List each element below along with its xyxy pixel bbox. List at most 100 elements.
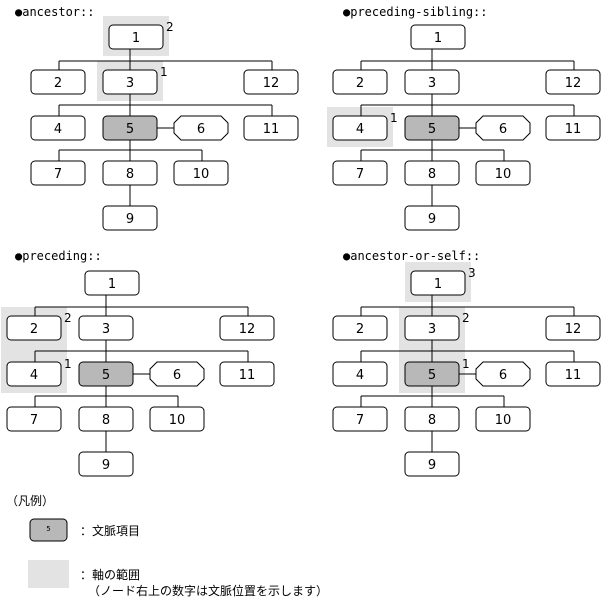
tree-node: [475, 160, 531, 186]
tree-node: [332, 160, 388, 186]
context-node: [404, 361, 460, 387]
context-position: 3: [468, 266, 476, 280]
node-label: 7: [356, 167, 364, 182]
tree-node: [404, 406, 460, 432]
node-label: 3: [126, 76, 134, 91]
node-label: 10: [495, 413, 512, 428]
tree-node: [545, 69, 601, 95]
tree-node: [30, 69, 86, 95]
tree-node: [545, 315, 601, 341]
context-position: 2: [462, 311, 470, 325]
context-node: [78, 361, 134, 387]
tree-node: [545, 115, 601, 141]
node-label: 1: [434, 31, 442, 46]
node-label: 7: [356, 413, 364, 428]
tree-node: [78, 451, 134, 477]
node-label: 10: [495, 167, 512, 182]
attribute-node: [173, 115, 229, 141]
panel-title: ●preceding-sibling::: [343, 5, 488, 19]
tree-node: [30, 160, 86, 186]
node-label: 7: [54, 167, 62, 182]
tree-node: [219, 361, 275, 387]
tree-node: [173, 160, 229, 186]
node-label: 9: [102, 458, 110, 473]
panel-title: ●ancestor-or-self::: [343, 249, 480, 263]
legend-context-swatch: [29, 518, 68, 542]
legend: （凡例） 5 ：文脈項目 ：軸の範囲 （ノード右上の数字は文脈位置を示します）: [6, 494, 328, 598]
node-label: 2: [356, 322, 364, 337]
tree-node: [102, 160, 158, 186]
context-position: 1: [64, 357, 72, 371]
node-label: 12: [263, 76, 280, 91]
node-label: 11: [263, 122, 280, 137]
node-label: 7: [30, 413, 38, 428]
node-label: 5: [428, 368, 436, 383]
tree-node: [332, 115, 388, 141]
tree-node: [6, 315, 62, 341]
tree-node: [78, 406, 134, 432]
legend-axis-swatch: [28, 560, 69, 588]
tree-node: [404, 205, 460, 231]
tree-node: [102, 69, 158, 95]
legend-axis-label: ：軸の範囲: [80, 567, 140, 582]
tree-node: [149, 406, 205, 432]
node-label: 5: [428, 122, 436, 137]
tree-node: [475, 406, 531, 432]
context-position: 1: [390, 111, 398, 125]
node-label: 12: [565, 322, 582, 337]
node-label: 3: [102, 322, 110, 337]
tree-node: [30, 115, 86, 141]
legend-context-sample: 5: [46, 525, 50, 533]
attribute-node: [475, 115, 531, 141]
node-label: 8: [428, 167, 436, 182]
tree-node: [102, 205, 158, 231]
tree-node: [332, 361, 388, 387]
tree-node: [332, 406, 388, 432]
node-label: 6: [499, 368, 507, 383]
tree-node: [404, 315, 460, 341]
node-label: 9: [428, 212, 436, 227]
legend-axis-note: （ノード右上の数字は文脈位置を示します）: [88, 583, 328, 598]
node-label: 12: [239, 322, 256, 337]
node-label: 2: [356, 76, 364, 91]
tree-node: [78, 315, 134, 341]
tree-node: [243, 115, 299, 141]
legend-title: （凡例）: [6, 494, 54, 508]
attribute-node: [475, 361, 531, 387]
tree-node: [243, 69, 299, 95]
node-label: 10: [193, 167, 210, 182]
context-position: 1: [462, 357, 470, 371]
node-label: 3: [428, 322, 436, 337]
tree-node: [404, 451, 460, 477]
context-node: [404, 115, 460, 141]
tree-node: [404, 69, 460, 95]
node-label: 10: [169, 413, 186, 428]
node-label: 2: [54, 76, 62, 91]
node-label: 8: [428, 413, 436, 428]
tree-node: [410, 24, 466, 50]
node-label: 6: [173, 368, 181, 383]
node-label: 11: [239, 368, 256, 383]
tree-node: [6, 406, 62, 432]
node-label: 5: [126, 122, 134, 137]
attribute-node: [149, 361, 205, 387]
node-label: 6: [197, 122, 205, 137]
tree-node: [410, 270, 466, 296]
context-position: 2: [166, 20, 174, 34]
panel-title: ●preceding::: [15, 249, 102, 263]
tree-node: [6, 361, 62, 387]
tree-node: [219, 315, 275, 341]
node-label: 4: [356, 122, 364, 137]
node-label: 2: [30, 322, 38, 337]
node-label: 4: [54, 122, 62, 137]
node-label: 11: [565, 122, 582, 137]
tree-node: [332, 69, 388, 95]
context-position: 1: [160, 65, 168, 79]
context-position: 2: [64, 311, 72, 325]
node-label: 4: [30, 368, 38, 383]
